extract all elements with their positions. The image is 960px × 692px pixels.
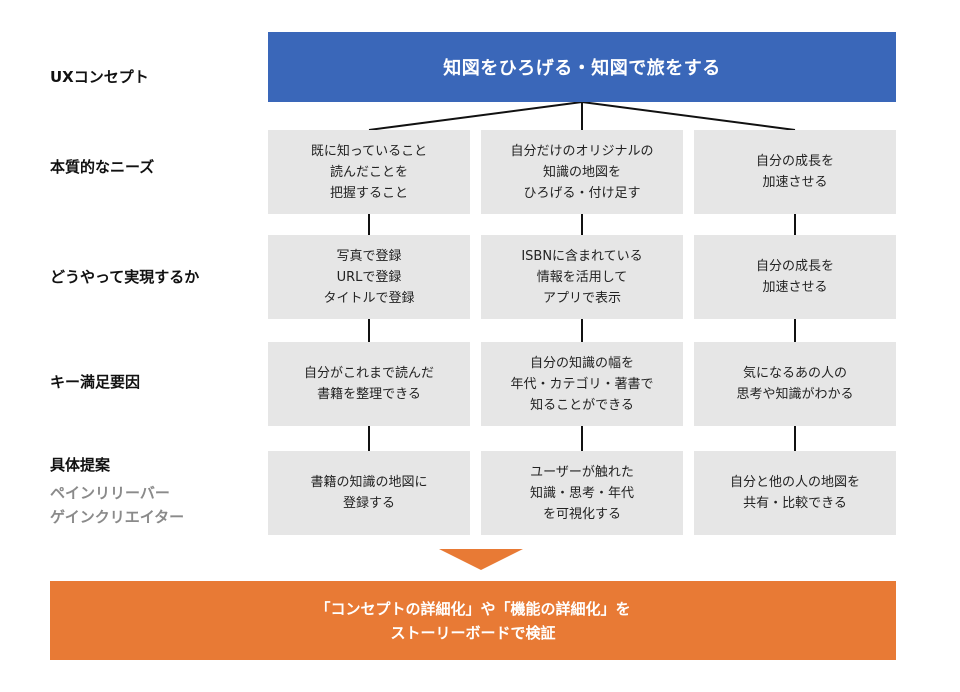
need-cell-3: 自分の成長を 加速させる [694,130,896,214]
result-line-2: ストーリーボードで検証 [390,623,556,642]
connector-concept-col2 [581,101,796,131]
label-ksf: キー満足要因 [50,373,141,391]
ksf-cell-3: 気になるあの人の 思考や知識がわかる [694,342,896,426]
concept-box: 知図をひろげる・知図で旅をする [268,32,896,102]
label-how: どうやって実現するか [50,268,200,286]
how-cell-2: ISBNに含まれている 情報を活用して アプリで表示 [481,235,683,319]
need-cell-1: 既に知っていること 読んだことを 把握すること [268,130,470,214]
proposal-cell-3: 自分と他の人の地図を 共有・比較できる [694,451,896,535]
ksf-cell-1: 自分がこれまで読んだ 書籍を整理できる [268,342,470,426]
connector-concept-col0 [368,101,583,131]
proposal-cell-2: ユーザーが触れた 知識・思考・年代 を可視化する [481,451,683,535]
how-cell-1: 写真で登録 URLで登録 タイトルで登録 [268,235,470,319]
label-proposal: 具体提案 [50,456,111,474]
how-cell-3: 自分の成長を 加速させる [694,235,896,319]
need-cell-2: 自分だけのオリジナルの 知識の地図を ひろげる・付け足す [481,130,683,214]
label-ux-concept: UXコンセプト [50,68,149,86]
proposal-cell-1: 書籍の知識の地図に 登録する [268,451,470,535]
down-arrow-icon [439,549,523,570]
label-pain-reliever: ペインリリーバー [50,484,170,502]
label-needs: 本質的なニーズ [50,158,155,176]
ksf-cell-2: 自分の知識の幅を 年代・カテゴリ・著書で 知ることができる [481,342,683,426]
result-box: 「コンセプトの詳細化」や「機能の詳細化」を ストーリーボードで検証 [50,581,896,660]
result-line-1: 「コンセプトの詳細化」や「機能の詳細化」を [315,599,631,618]
label-gain-creator: ゲインクリエイター [50,508,185,526]
